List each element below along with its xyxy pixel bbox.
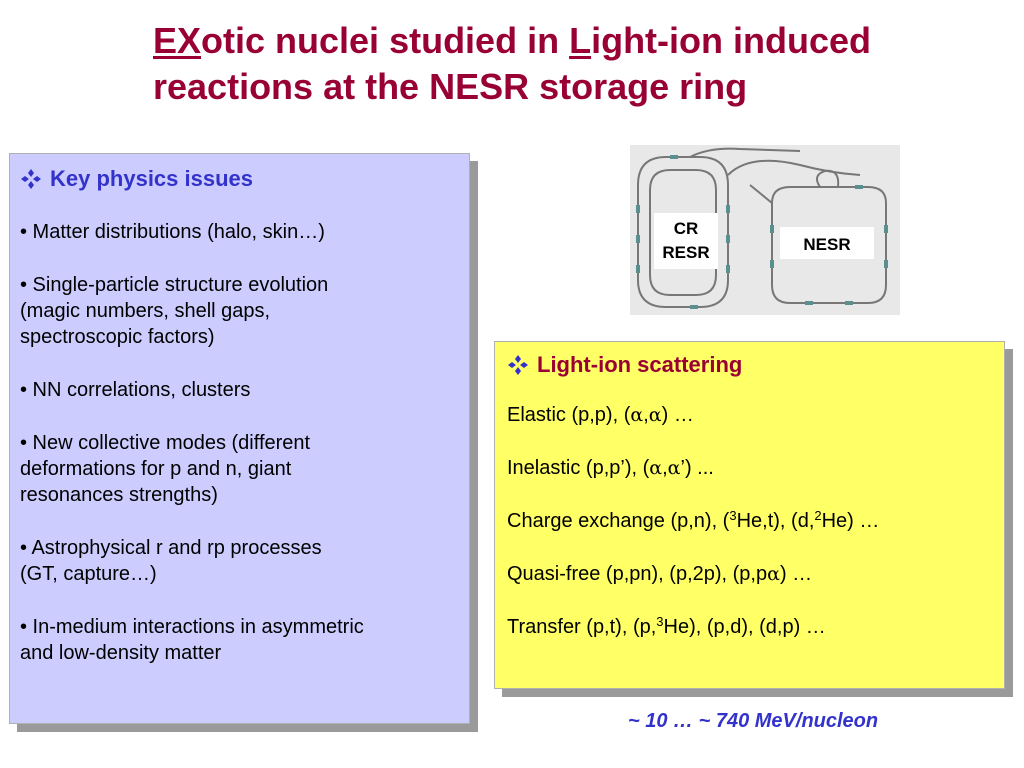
physics-item-single-particle: • Single-particle structure evolution(ma…	[20, 274, 329, 348]
light-ion-panel: Light-ion scattering Elastic (p,p), (α,α…	[494, 341, 1005, 689]
resr-label: RESR	[662, 243, 709, 262]
reaction-elastic: Elastic (p,p), (α,α) …	[507, 404, 694, 426]
reaction-quasi-free: Quasi-free (p,pn), (p,2p), (p,pα) …	[507, 563, 813, 585]
key-physics-panel: Key physics issues • Matter distribution…	[9, 153, 470, 724]
reaction-charge-exchange: Charge exchange (p,n), (3He,t), (d,2He) …	[507, 508, 880, 532]
nesr-label: NESR	[803, 235, 850, 254]
reaction-transfer: Transfer (p,t), (p,3He), (p,d), (d,p) …	[507, 614, 826, 638]
light-ion-heading: Light-ion scattering	[507, 350, 1004, 380]
physics-item-nn-correlations: • NN correlations, clusters	[20, 379, 251, 401]
physics-item-astrophysical: • Astrophysical r and rp processes(GT, c…	[20, 537, 322, 585]
physics-item-matter: • Matter distributions (halo, skin…)	[20, 221, 325, 243]
key-physics-heading: Key physics issues	[20, 164, 469, 194]
storage-ring-diagram: CR RESR NESR	[630, 145, 900, 315]
title-l-abbrev: L	[569, 20, 592, 61]
diamond-bullet-icon	[508, 355, 528, 375]
cr-label: CR	[674, 219, 699, 238]
diamond-bullet-icon	[21, 169, 41, 189]
reaction-inelastic: Inelastic (p,p’), (α,α’) ...	[507, 457, 714, 479]
slide-title: EXotic nuclei studied in Light-ion induc…	[153, 18, 993, 110]
title-line-1: EXotic nuclei studied in Light-ion induc…	[153, 20, 872, 61]
title-line-2: reactions at the NESR storage ring	[153, 66, 748, 107]
energy-range-label: ~ 10 … ~ 740 MeV/nucleon	[628, 710, 879, 732]
title-ex-abbrev: EX	[153, 20, 202, 61]
